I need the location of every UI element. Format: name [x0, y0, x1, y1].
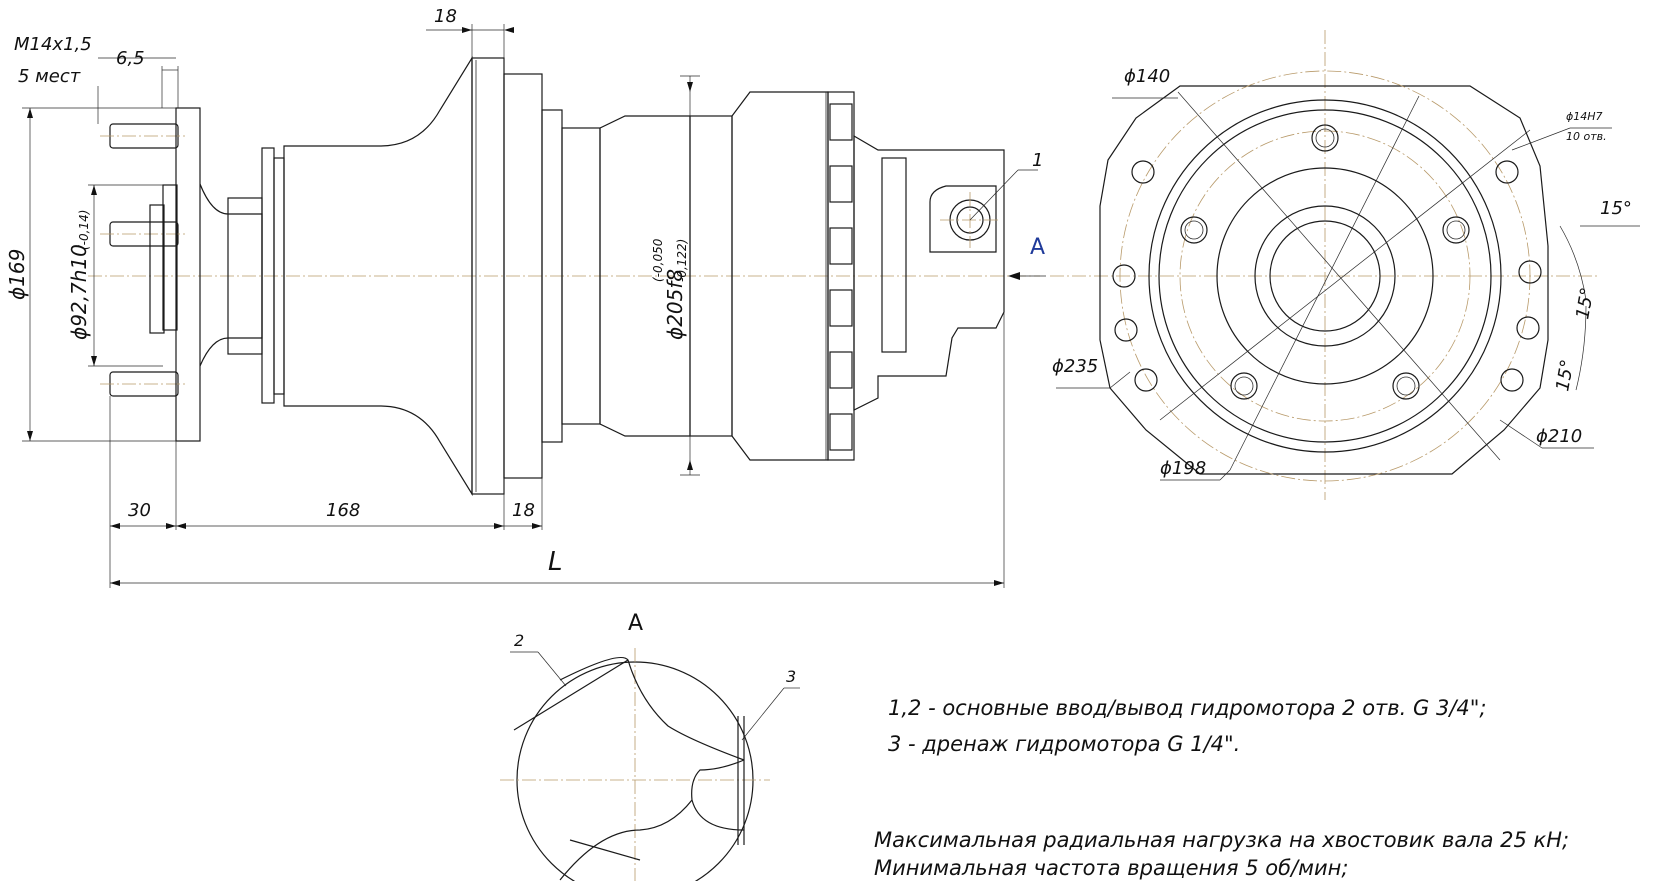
dim-205-tol-lo-label: -0,122): [675, 239, 689, 282]
thread-qty-label: 5 мест: [18, 66, 81, 87]
part-1-label: 1: [1032, 150, 1043, 171]
inner-holes: [1180, 124, 1470, 400]
dim-198-label: ϕ198: [1160, 458, 1206, 479]
dim-18-top-label: 18: [434, 6, 457, 27]
part-2-label: 2: [514, 631, 524, 650]
angle-1-label: 15°: [1600, 198, 1632, 219]
outer-holes: [1112, 160, 1542, 392]
thread-label: M14x1,5: [14, 34, 92, 55]
holes-qty-label: 10 отв.: [1566, 130, 1607, 143]
view-a-title: A: [628, 611, 643, 636]
holes-label: ϕ14H7: [1566, 110, 1603, 123]
view-a-arrow-label: A: [1030, 235, 1045, 260]
angle-2-label: 15°: [1572, 286, 1598, 321]
dim-140-label: ϕ140: [1124, 66, 1170, 87]
dim-L-label: L: [548, 547, 563, 577]
dim-169-label: ϕ169: [5, 249, 29, 300]
dim-30-label: 30: [128, 500, 151, 521]
dim-210-label: ϕ210: [1536, 426, 1582, 447]
dim-92-label: ϕ92,7h10: [67, 244, 91, 340]
dim-205-label: ϕ205f8: [663, 269, 687, 340]
dim-18-bottom-label: 18: [512, 500, 535, 521]
dim-6-5-label: 6,5: [116, 48, 145, 69]
side-view: [22, 24, 1046, 588]
front-view: [1050, 30, 1640, 500]
view-a: [500, 648, 800, 881]
labels: M14x1,5 5 мест 6,5 18 ϕ169 ϕ92,7h10 (-0,…: [5, 6, 1632, 686]
dim-92-tol-label: (-0,14): [77, 210, 91, 250]
dim-205-tol-up-label: (-0,050: [651, 238, 665, 282]
angle-3-label: 15°: [1552, 358, 1578, 393]
dim-235-label: ϕ235: [1052, 356, 1098, 377]
dim-168-label: 168: [326, 500, 360, 521]
part-3-label: 3: [786, 667, 796, 686]
